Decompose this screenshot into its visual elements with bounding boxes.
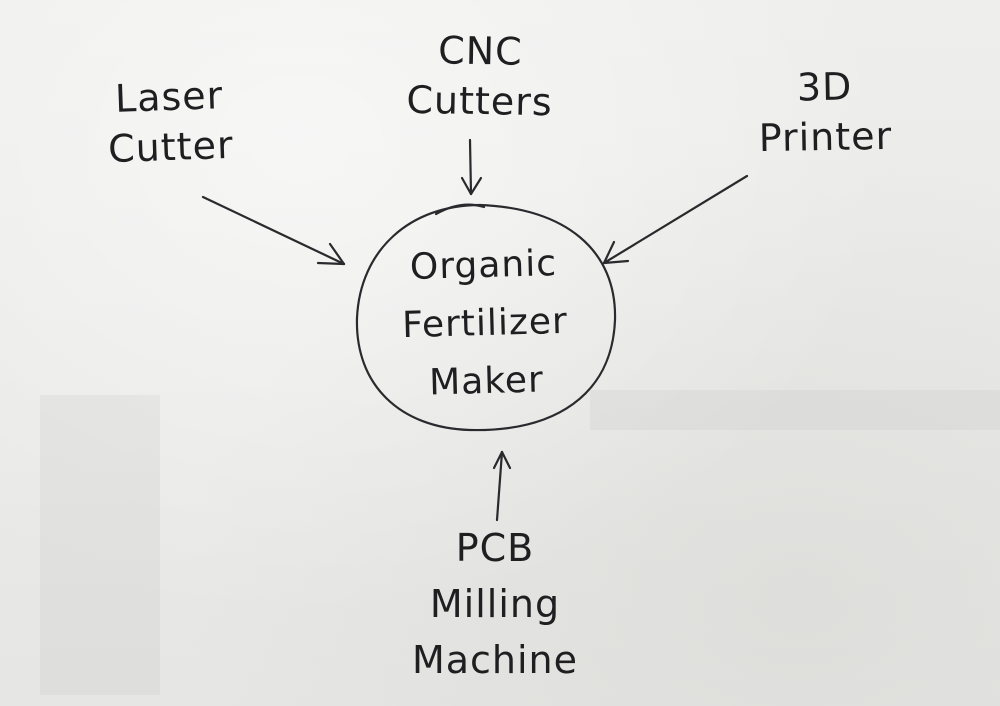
arrow-pcb-milling-machine <box>492 450 512 522</box>
node-pcb-line-3: Machine <box>411 638 579 682</box>
node-cnc-cutters-line-1: CNC <box>437 28 524 74</box>
node-cnc-cutters-line-2: Cutters <box>406 77 554 125</box>
arrow-laser-cutter <box>201 195 346 266</box>
paper-fold-shadow <box>40 395 160 695</box>
node-cnc-cutters: CNC Cutters <box>404 25 556 128</box>
center-node-line-3: Maker <box>428 359 545 404</box>
node-pcb-line-2: Milling <box>429 582 561 626</box>
node-3d-printer: 3D Printer <box>739 61 911 164</box>
center-node-line-2: Fertilizer <box>401 300 569 347</box>
arrow-cnc-cutters <box>460 138 483 196</box>
center-node-organic-fertilizer-maker: Organic Fertilizer Maker <box>378 234 592 413</box>
arrow-3d-printer <box>602 174 749 265</box>
node-pcb-milling-machine: PCB Milling Machine <box>385 520 605 688</box>
node-laser-cutter: Laser Cutter <box>93 69 246 174</box>
node-pcb-line-1: PCB <box>455 526 535 570</box>
node-laser-cutter-line-2: Cutter <box>107 122 235 172</box>
paper-fold-shadow <box>590 390 1000 430</box>
center-circle <box>355 203 617 432</box>
node-laser-cutter-line-1: Laser <box>114 73 224 121</box>
circle-overlap-stroke <box>434 203 486 216</box>
node-3d-printer-line-2: Printer <box>758 113 893 161</box>
node-3d-printer-line-1: 3D <box>796 64 853 110</box>
center-node-line-1: Organic <box>409 243 558 288</box>
